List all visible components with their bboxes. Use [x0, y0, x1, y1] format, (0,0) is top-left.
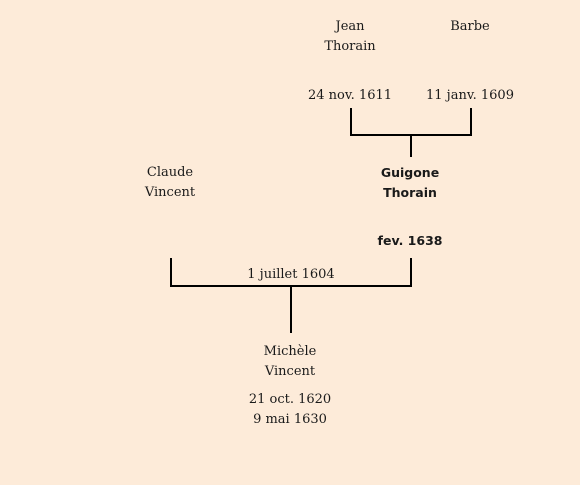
person-given-name: Barbe — [450, 19, 490, 34]
connector-claude-down — [170, 258, 172, 287]
person-barbe[interactable]: Barbe — [430, 17, 510, 37]
person-guigone-thorain-date: fev. 1638 — [377, 233, 443, 248]
person-claude-vincent[interactable]: Claude Vincent — [130, 163, 210, 203]
person-michele-vincent[interactable]: Michèle Vincent — [250, 342, 330, 382]
connector-parents-to-child — [410, 134, 412, 157]
person-given-name: Claude — [146, 165, 194, 180]
person-given-name: Jean — [335, 19, 365, 34]
person-jean-thorain-date: 24 nov. 1611 — [307, 88, 393, 103]
person-jean-thorain[interactable]: Jean Thorain — [310, 17, 390, 57]
connector-marriage-to-child — [290, 285, 292, 333]
person-given-name: Michèle — [263, 344, 317, 359]
person-surname: Thorain — [383, 185, 437, 200]
person-surname: Thorain — [324, 39, 376, 54]
person-michele-vincent-date-2: 9 mai 1630 — [253, 412, 327, 427]
person-surname: Vincent — [264, 364, 316, 379]
person-surname: Vincent — [144, 185, 196, 200]
connector-barbe-down — [470, 108, 472, 136]
person-guigone-thorain[interactable]: Guigone Thorain — [370, 163, 450, 203]
person-given-name: Guigone — [380, 165, 440, 180]
connector-jean-down — [350, 108, 352, 136]
connector-guigone-down — [410, 258, 412, 287]
marriage-date: 1 juillet 1604 — [247, 267, 335, 282]
person-michele-vincent-date-1: 21 oct. 1620 — [248, 392, 332, 407]
person-barbe-date: 11 janv. 1609 — [426, 88, 514, 103]
